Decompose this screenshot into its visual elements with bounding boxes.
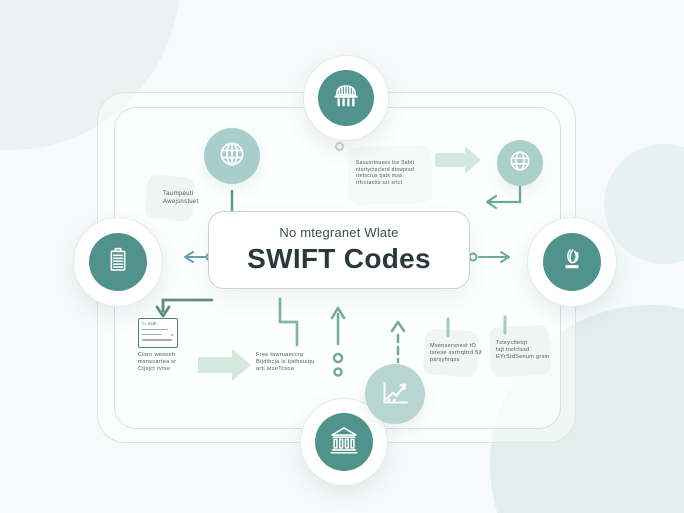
check-slip-card: A. Sxdr sr (138, 318, 178, 348)
flame-icon (556, 244, 588, 281)
check-line (142, 328, 168, 330)
node-bottom-bank (300, 398, 388, 486)
note-bottom-right-a: Msensersnest tO tsrese ssrtrqttrd 5jf ps… (430, 343, 482, 363)
title-card-title: SWIFT Codes (247, 243, 431, 274)
note-bottom-left: Ctsnr weseeh msnscartea sr Ctjsjct rvtse (138, 352, 177, 372)
document-icon (102, 244, 134, 281)
bank-columns-icon (327, 423, 361, 462)
note-bottom-right-b: Tsteycttetqt fsjt trefctssd EYrStdSenum … (496, 340, 550, 360)
check-mark-text: sr (170, 331, 174, 337)
bank-dome-icon (330, 80, 362, 117)
check-line (142, 339, 172, 341)
bubble-globe-top-left (204, 128, 260, 184)
sketch-chart-icon (377, 374, 413, 415)
check-line (142, 333, 162, 336)
note-top-center: Sauusrtnuses tse Sabtt nturtyctsclerd dt… (356, 160, 415, 186)
title-card-subtitle: No mtegranet Wlate (279, 225, 399, 240)
node-left-document (73, 217, 163, 307)
title-card: No mtegranet Wlate SWIFT Codes (208, 211, 470, 289)
globe-icon (215, 137, 249, 176)
note-top-left: Taumpeuti Awejsnstuet (163, 191, 199, 205)
bubble-globe-top-right (497, 140, 543, 186)
node-right-flame (527, 217, 617, 307)
bubble-sketch-chart (365, 364, 425, 424)
node-top-bank (303, 55, 389, 141)
ring-dot (335, 142, 344, 151)
note-bottom-center: Free tawruanccrp Btjdihcja ls tjatheuiqu… (256, 352, 315, 372)
globe-icon (506, 147, 534, 180)
background-blob-right (604, 144, 684, 264)
check-header-text: A. Sxdr (142, 321, 157, 326)
